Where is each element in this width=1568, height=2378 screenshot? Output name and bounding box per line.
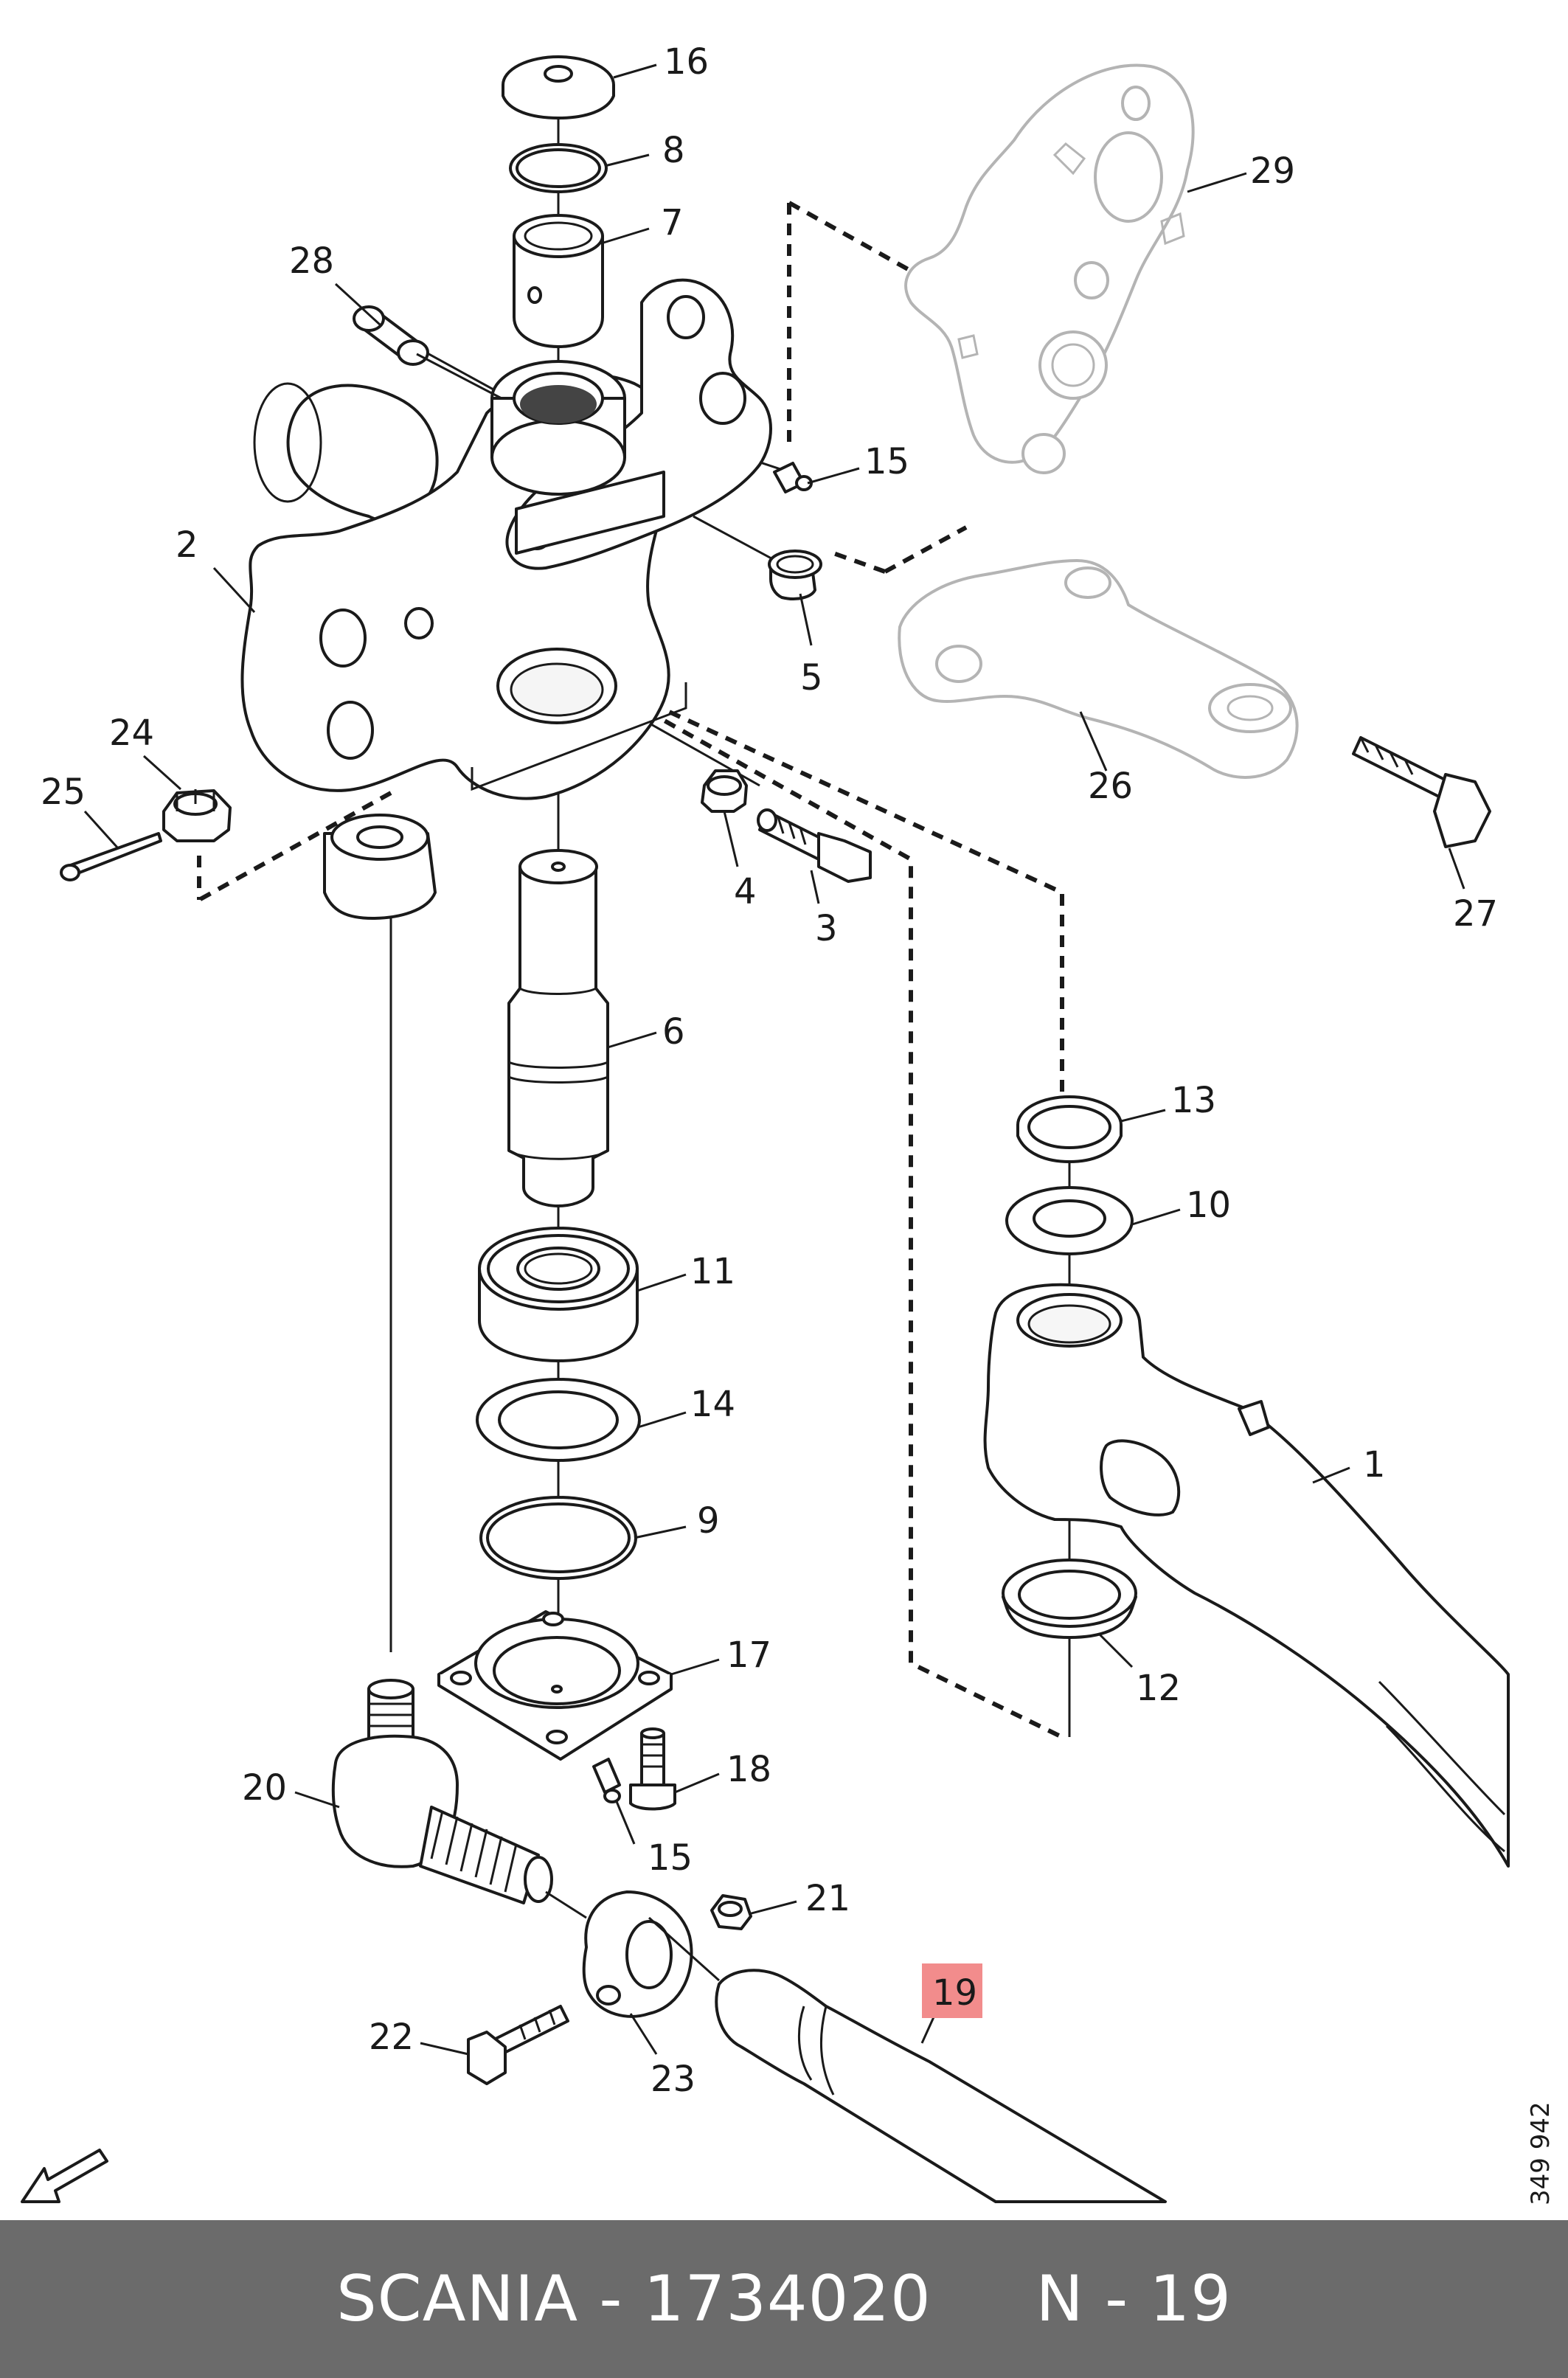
callout-15-lower: 15 (648, 1837, 693, 1879)
bearing-part-11 (478, 1227, 639, 1362)
tie-rod-part-19 (715, 1969, 1167, 2203)
callout-6: 6 (662, 1011, 685, 1053)
o-ring-part-8 (509, 143, 608, 193)
cover-part-17 (437, 1610, 673, 1761)
callout-26: 26 (1088, 766, 1133, 807)
callout-5: 5 (800, 657, 823, 699)
callout-labels: 16 8 7 28 29 15 2 5 26 24 25 4 3 27 6 13… (41, 41, 1498, 2100)
callout-18: 18 (726, 1749, 771, 1790)
callout-9: 9 (697, 1500, 720, 1542)
callout-29: 29 (1250, 150, 1295, 192)
king-pin-part-6 (507, 849, 609, 1207)
bushing-part-7 (513, 214, 604, 348)
bushing-part-5 (768, 550, 822, 600)
callout-14: 14 (690, 1384, 735, 1425)
callout-20: 20 (242, 1767, 287, 1809)
callout-16: 16 (664, 41, 709, 83)
callout-27: 27 (1453, 893, 1498, 935)
callout-1: 1 (1363, 1444, 1386, 1486)
bushing-part-28 (353, 305, 429, 366)
steering-knuckle-part-2 (240, 278, 772, 920)
callout-10: 10 (1186, 1185, 1231, 1226)
bolt-part-22 (467, 2005, 569, 2085)
callout-7: 7 (661, 202, 684, 243)
bolt-part-3 (757, 808, 872, 883)
callout-28: 28 (289, 240, 334, 282)
callout-19: 19 (932, 1972, 977, 2014)
highlight-box-19 (922, 1963, 982, 2018)
bracket-part-29 (904, 63, 1195, 474)
callout-17: 17 (726, 1635, 771, 1676)
footer-bar: SCANIA - 1734020 N - 19 (0, 2220, 1568, 2378)
direction-arrow-icon (21, 2149, 108, 2203)
clamp-part-23 (582, 1890, 693, 2018)
nut-part-21 (710, 1894, 752, 1930)
callout-12: 12 (1136, 1668, 1181, 1709)
bolt-part-27 (1352, 736, 1491, 848)
front-axle-part-1 (983, 1283, 1510, 1868)
seal-part-12 (1002, 1559, 1137, 1639)
seal-part-13 (1016, 1095, 1123, 1163)
washer-part-10 (1005, 1186, 1134, 1255)
callout-25: 25 (41, 772, 86, 813)
callout-leader-lines (83, 63, 1465, 2056)
castle-nut-part-24 (162, 789, 232, 842)
callout-2: 2 (176, 524, 198, 566)
footer-part-number: SCANIA - 1734020 N - 19 (336, 2262, 1232, 2336)
callout-24: 24 (109, 713, 154, 754)
exploded-parts-diagram: 16 8 7 28 29 15 2 5 26 24 25 4 3 27 6 13… (21, 41, 1555, 2205)
callout-13: 13 (1171, 1080, 1216, 1121)
steering-arm-part-26 (898, 559, 1299, 779)
drawing-reference-number: 349 942 (1526, 2101, 1555, 2205)
nut-part-4 (701, 769, 748, 813)
callout-15-upper: 15 (864, 441, 909, 482)
grease-nipple-part-15-lower (592, 1758, 621, 1803)
seal-ring-part-9 (479, 1496, 637, 1580)
cap-screw-part-16 (502, 55, 615, 119)
callout-4: 4 (734, 871, 757, 912)
callout-23: 23 (651, 2059, 695, 2100)
callout-8: 8 (662, 130, 685, 171)
callout-3: 3 (815, 908, 838, 949)
grease-nipple-part-15-upper (773, 462, 813, 493)
callout-11: 11 (690, 1251, 735, 1292)
callout-22: 22 (369, 2017, 414, 2058)
assembly-dash-lines (197, 201, 1064, 1739)
cotter-pin-part-25 (60, 832, 162, 881)
tie-rod-end-part-20 (331, 1679, 553, 1904)
callout-21: 21 (805, 1878, 850, 1919)
shim-part-14 (476, 1378, 641, 1462)
bolt-part-18 (629, 1727, 676, 1811)
